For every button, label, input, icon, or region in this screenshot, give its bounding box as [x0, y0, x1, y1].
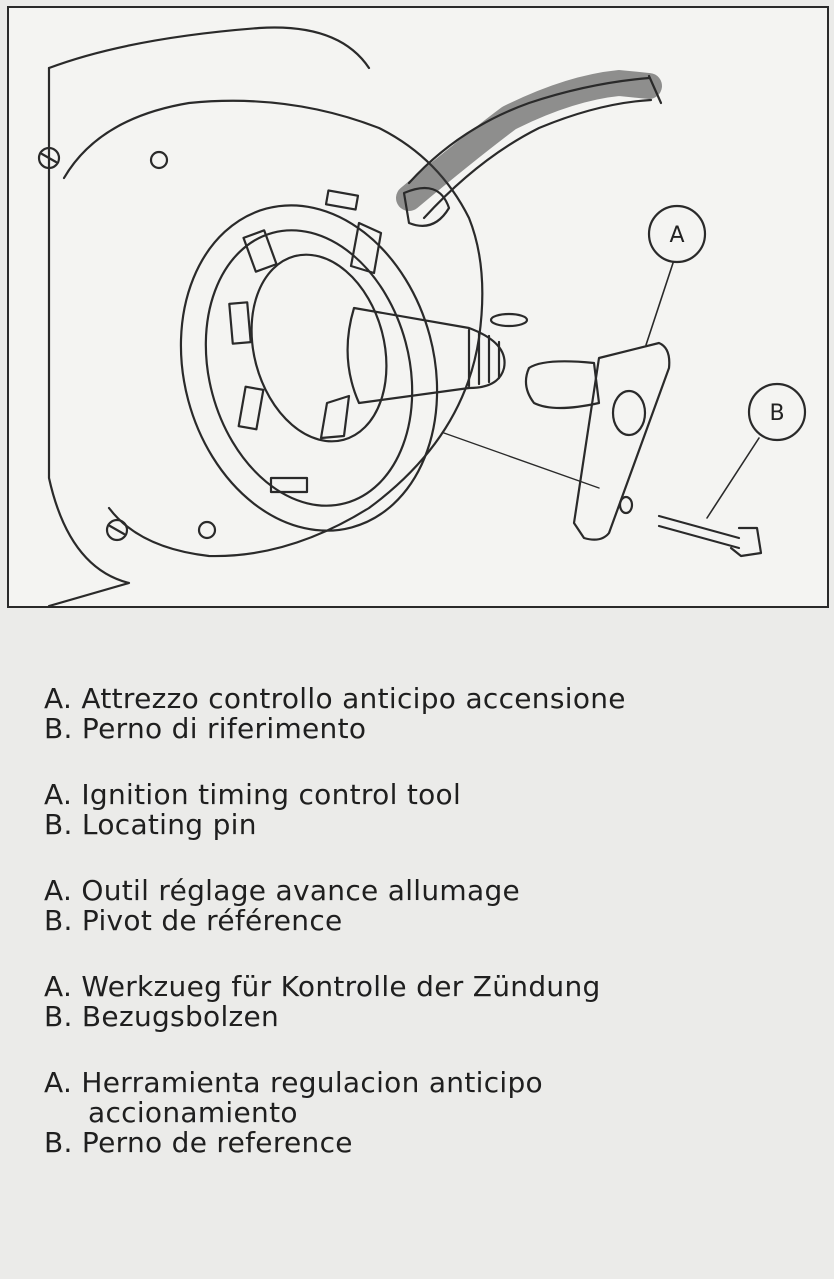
caption-line: B. Locating pin	[44, 808, 257, 841]
caption-line: A. Herramienta regulacion anticipo	[44, 1066, 543, 1099]
caption-line: accionamiento	[88, 1096, 298, 1129]
technical-illustration: A B	[7, 6, 829, 608]
flywheel-hub	[250, 253, 388, 443]
callout-a-label: A	[669, 223, 684, 248]
timing-tool-boss	[524, 360, 601, 410]
housing-screw-top	[37, 146, 61, 170]
caption-line: B. Bezugsbolzen	[44, 1000, 280, 1033]
caption-line: A. Werkzueg für Kontrolle der Zündung	[44, 970, 601, 1003]
housing-screw-bottom	[105, 518, 129, 542]
crankshaft-taper	[346, 306, 506, 405]
caption-group-english: A. Ignition timing control tool B. Locat…	[44, 780, 804, 840]
caption-line: A. Outil réglage avance allumage	[44, 874, 521, 907]
wiring-cable	[396, 70, 662, 211]
caption-group-italian: A. Attrezzo controllo anticipo accension…	[44, 684, 804, 744]
engine-housing	[47, 66, 131, 606]
locating-pin	[657, 514, 741, 550]
caption-line: B. Perno de reference	[44, 1126, 353, 1159]
caption-group-german: A. Werkzueg für Kontrolle der Zündung B.…	[44, 972, 804, 1032]
callout-a: A	[647, 204, 707, 264]
callout-b-label: B	[769, 401, 784, 426]
stator-ring	[179, 204, 439, 532]
caption-line: B. Perno di riferimento	[44, 712, 367, 745]
timing-tool-plate	[572, 341, 671, 541]
callout-b: B	[747, 382, 807, 442]
caption-group-french: A. Outil réglage avance allumage B. Pivo…	[44, 876, 804, 936]
caption-line: A. Attrezzo controllo anticipo accension…	[44, 682, 626, 715]
caption-group-spanish: A. Herramienta regulacion anticipo accio…	[44, 1068, 804, 1158]
caption-line: A. Ignition timing control tool	[44, 778, 462, 811]
caption-list: A. Attrezzo controllo anticipo accension…	[44, 684, 804, 1194]
ignition-timing-drawing: A B	[37, 26, 807, 606]
caption-line: B. Pivot de référence	[44, 904, 343, 937]
